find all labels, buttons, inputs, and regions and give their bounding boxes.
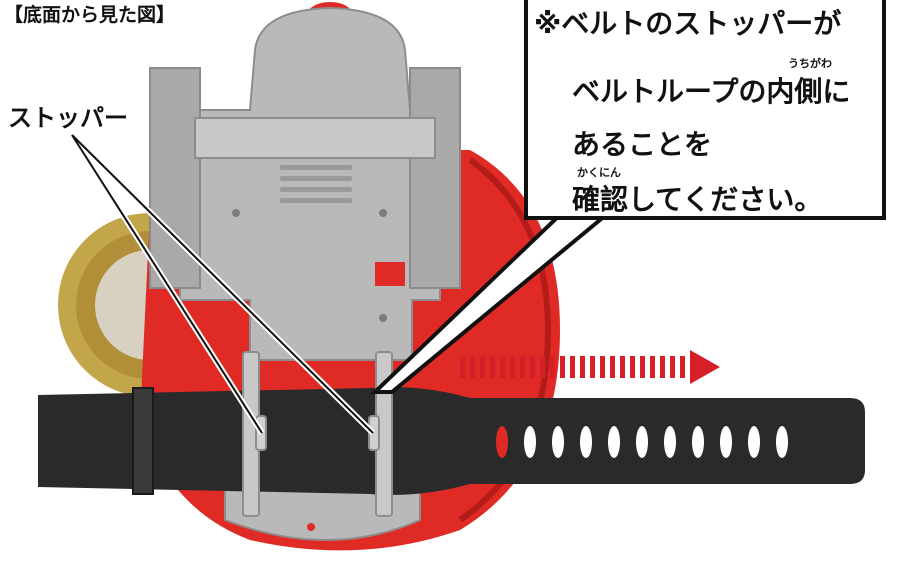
- callout-line-1: ※ベルトのストッパーが: [534, 7, 842, 40]
- belt: [38, 387, 865, 495]
- callout-line-3: あることを: [572, 128, 713, 161]
- view-title: 【底面から見た図】: [4, 4, 176, 26]
- direction-arrow: [460, 350, 720, 384]
- callout-line-4: 確認してください。: [572, 183, 823, 216]
- ruby-kakunin: かくにん: [577, 166, 621, 179]
- stopper-label: ストッパー: [8, 104, 128, 132]
- callout-box: [524, 0, 886, 220]
- callout-line-2: ベルトループの内側に: [572, 75, 851, 108]
- ruby-uchigawa: うちがわ: [788, 57, 832, 70]
- gray-body: [149, 6, 461, 541]
